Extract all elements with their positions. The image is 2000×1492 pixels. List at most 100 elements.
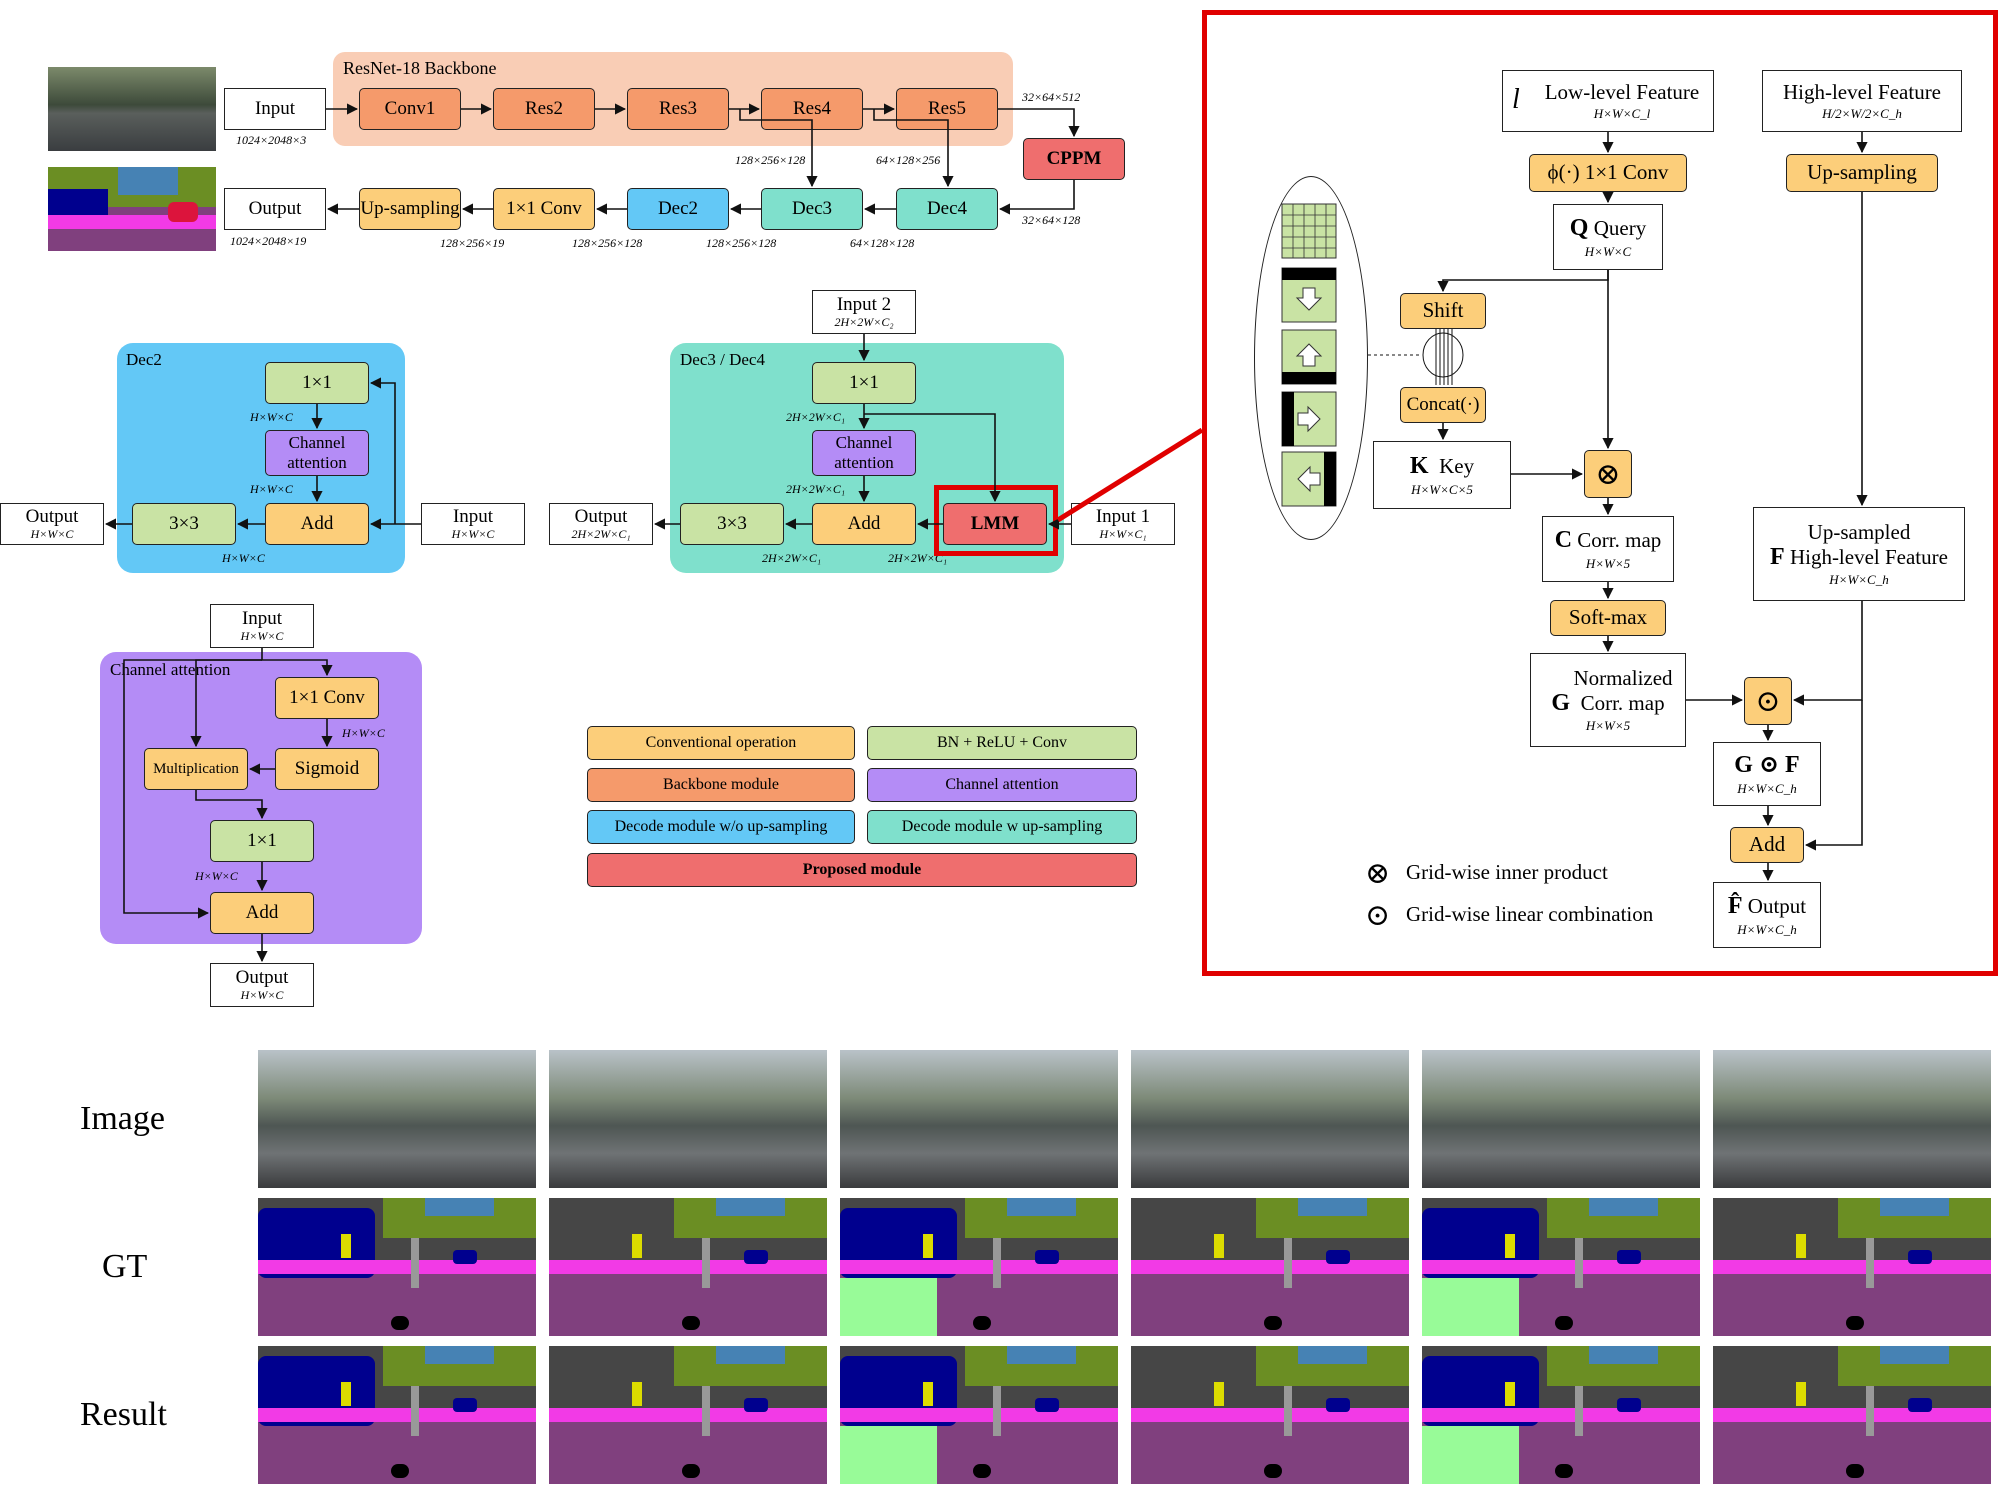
- lmm-block: LMM: [943, 503, 1047, 545]
- legend-conventional: Conventional operation: [587, 726, 855, 760]
- segment-region: [682, 1316, 701, 1330]
- corr-map-box: C Corr. map H×W×5: [1542, 516, 1674, 582]
- dec34-panel-title: Dec3 / Dec4: [680, 350, 765, 369]
- res4-skip-dim: 64×128×256: [876, 153, 941, 167]
- upsampled-feature-box: Up-sampled F High-level Feature H×W×C_h: [1753, 507, 1965, 601]
- dec2-block: Dec2: [627, 188, 729, 230]
- segment-region: [682, 1464, 701, 1478]
- dec34-channel-attention: Channel attention: [812, 430, 916, 476]
- legend-channel-attention: Channel attention: [867, 768, 1137, 802]
- segment-region: [452, 1398, 477, 1412]
- key-symbol: K: [1409, 453, 1429, 480]
- segment-region: [1713, 1260, 1991, 1274]
- legend-decode-no-up: Decode module w/o up-sampling: [587, 810, 855, 844]
- segment-region: [410, 1386, 419, 1436]
- segment-region: [1574, 1238, 1583, 1288]
- ca-sigmoid: Sigmoid: [275, 748, 379, 790]
- legend-decode-up: Decode module w up-sampling: [867, 810, 1137, 844]
- segment-region: [923, 1382, 934, 1406]
- query-symbol: Q: [1569, 215, 1589, 242]
- lmm-output-symbol: F̂: [1727, 893, 1743, 920]
- cppm-out-dim: 32×64×128: [1022, 213, 1081, 227]
- segment-region: [632, 1382, 643, 1406]
- output-thumbnail: [48, 167, 216, 251]
- ca-add: Add: [210, 892, 314, 934]
- high-level-dim: H/2×W/2×C_h: [1822, 105, 1902, 121]
- otimes-legend-label: Grid-wise inner product: [1406, 860, 1608, 884]
- segment-region: [452, 1250, 477, 1264]
- lmm-upsampling-block: Up-sampling: [1786, 154, 1938, 192]
- dec4-out-dim: 64×128×128: [850, 236, 915, 250]
- segment-region: [840, 1260, 1118, 1274]
- ca-multiplication: Multiplication: [144, 748, 248, 790]
- dec34-dim-2: 2H×2W×C₁: [786, 482, 846, 496]
- dec34-input2-dim: 2H×2W×C₂: [834, 314, 894, 329]
- upsampled-title: Up-sampled: [1807, 519, 1911, 544]
- output-dim: 1024×2048×19: [230, 234, 307, 248]
- lmm-add-block: Add: [1730, 827, 1804, 863]
- key-box: K Key H×W×C×5: [1373, 441, 1511, 509]
- dec3-block: Dec3: [761, 188, 863, 230]
- upsampled-title-row: F High-level Feature: [1770, 544, 1948, 570]
- segment-region: [410, 1238, 419, 1288]
- dec2-add: Add: [265, 503, 369, 545]
- dec34-output-box: Output 2H×2W×C₁: [549, 503, 653, 545]
- row-label-image: Image: [80, 1100, 165, 1137]
- segment-region: [1907, 1250, 1932, 1264]
- legend-backbone: Backbone module: [587, 768, 855, 802]
- res3-skip-dim: 128×256×128: [735, 153, 806, 167]
- image-thumbnail: [549, 1050, 827, 1188]
- segment-region: [1422, 1426, 1520, 1484]
- res5-out-dim: 32×64×512: [1022, 90, 1081, 104]
- ca-output-box: Output H×W×C: [210, 963, 314, 1007]
- segment-region: [1865, 1238, 1874, 1288]
- ca-conv1x1: 1×1 Conv: [275, 677, 379, 719]
- dec34-dim-1: 2H×2W×C₁: [786, 410, 846, 424]
- segment-region: [743, 1250, 768, 1264]
- segment-region: [1796, 1234, 1807, 1258]
- segment-region: [1283, 1386, 1292, 1436]
- odot-legend-icon: ⊙: [1365, 899, 1391, 932]
- backbone-title: ResNet-18 Backbone: [343, 58, 497, 78]
- image-thumbnail: [1422, 1050, 1700, 1188]
- res5-block: Res5: [896, 88, 998, 130]
- dec4-block: Dec4: [896, 188, 998, 230]
- segment-region: [1505, 1234, 1516, 1258]
- low-level-dim: H×W×C_l: [1593, 105, 1651, 121]
- dec2-conv3x3: 3×3: [132, 503, 236, 545]
- segment-region: [1846, 1464, 1865, 1478]
- concat-block: Concat(·): [1400, 387, 1486, 423]
- corr-map-title: Corr. map: [1577, 528, 1662, 553]
- segment-region: [973, 1316, 992, 1330]
- corr-map-title-row: C Corr. map: [1555, 527, 1662, 553]
- dec2-output-label: Output: [25, 505, 79, 527]
- normalized-title: Normalized: [1573, 665, 1673, 690]
- dec34-conv1x1: 1×1: [812, 362, 916, 404]
- high-level-title: High-level Feature: [1782, 79, 1942, 104]
- dec34-output-label: Output: [574, 505, 628, 527]
- segment-region: [391, 1316, 410, 1330]
- lmm-detail-frame: [1202, 10, 1998, 976]
- segment-region: [1214, 1234, 1225, 1258]
- dec34-output-dim: 2H×2W×C₁: [571, 526, 631, 541]
- softmax-block: Soft-max: [1550, 600, 1666, 636]
- lmm-output-dim: H×W×C_h: [1737, 921, 1797, 937]
- corr-map-dim: H×W×5: [1585, 555, 1631, 571]
- dec2-channel-attention: Channel attention: [265, 430, 369, 476]
- image-thumbnail: [840, 1050, 1118, 1188]
- corr-map-symbol: C: [1554, 527, 1573, 554]
- segment-region: [549, 1260, 827, 1274]
- normalized-dim: H×W×5: [1585, 718, 1631, 734]
- low-level-symbol: l: [1512, 84, 1520, 115]
- segment-region: [1588, 1198, 1659, 1216]
- conv1-block: Conv1: [359, 88, 461, 130]
- ca-output-label: Output: [235, 966, 289, 988]
- phi-conv-block: ϕ(·) 1×1 Conv: [1529, 154, 1687, 192]
- key-title-row: K Key: [1410, 453, 1474, 479]
- dec34-input1-box: Input 1 H×W×C₁: [1071, 503, 1175, 545]
- dec34-dim-3: 2H×2W×C₁: [762, 551, 822, 565]
- gt-thumbnail: [258, 1198, 536, 1336]
- conv-out-dim: 128×256×19: [440, 236, 505, 250]
- dec2-out-dim: 128×256×128: [572, 236, 643, 250]
